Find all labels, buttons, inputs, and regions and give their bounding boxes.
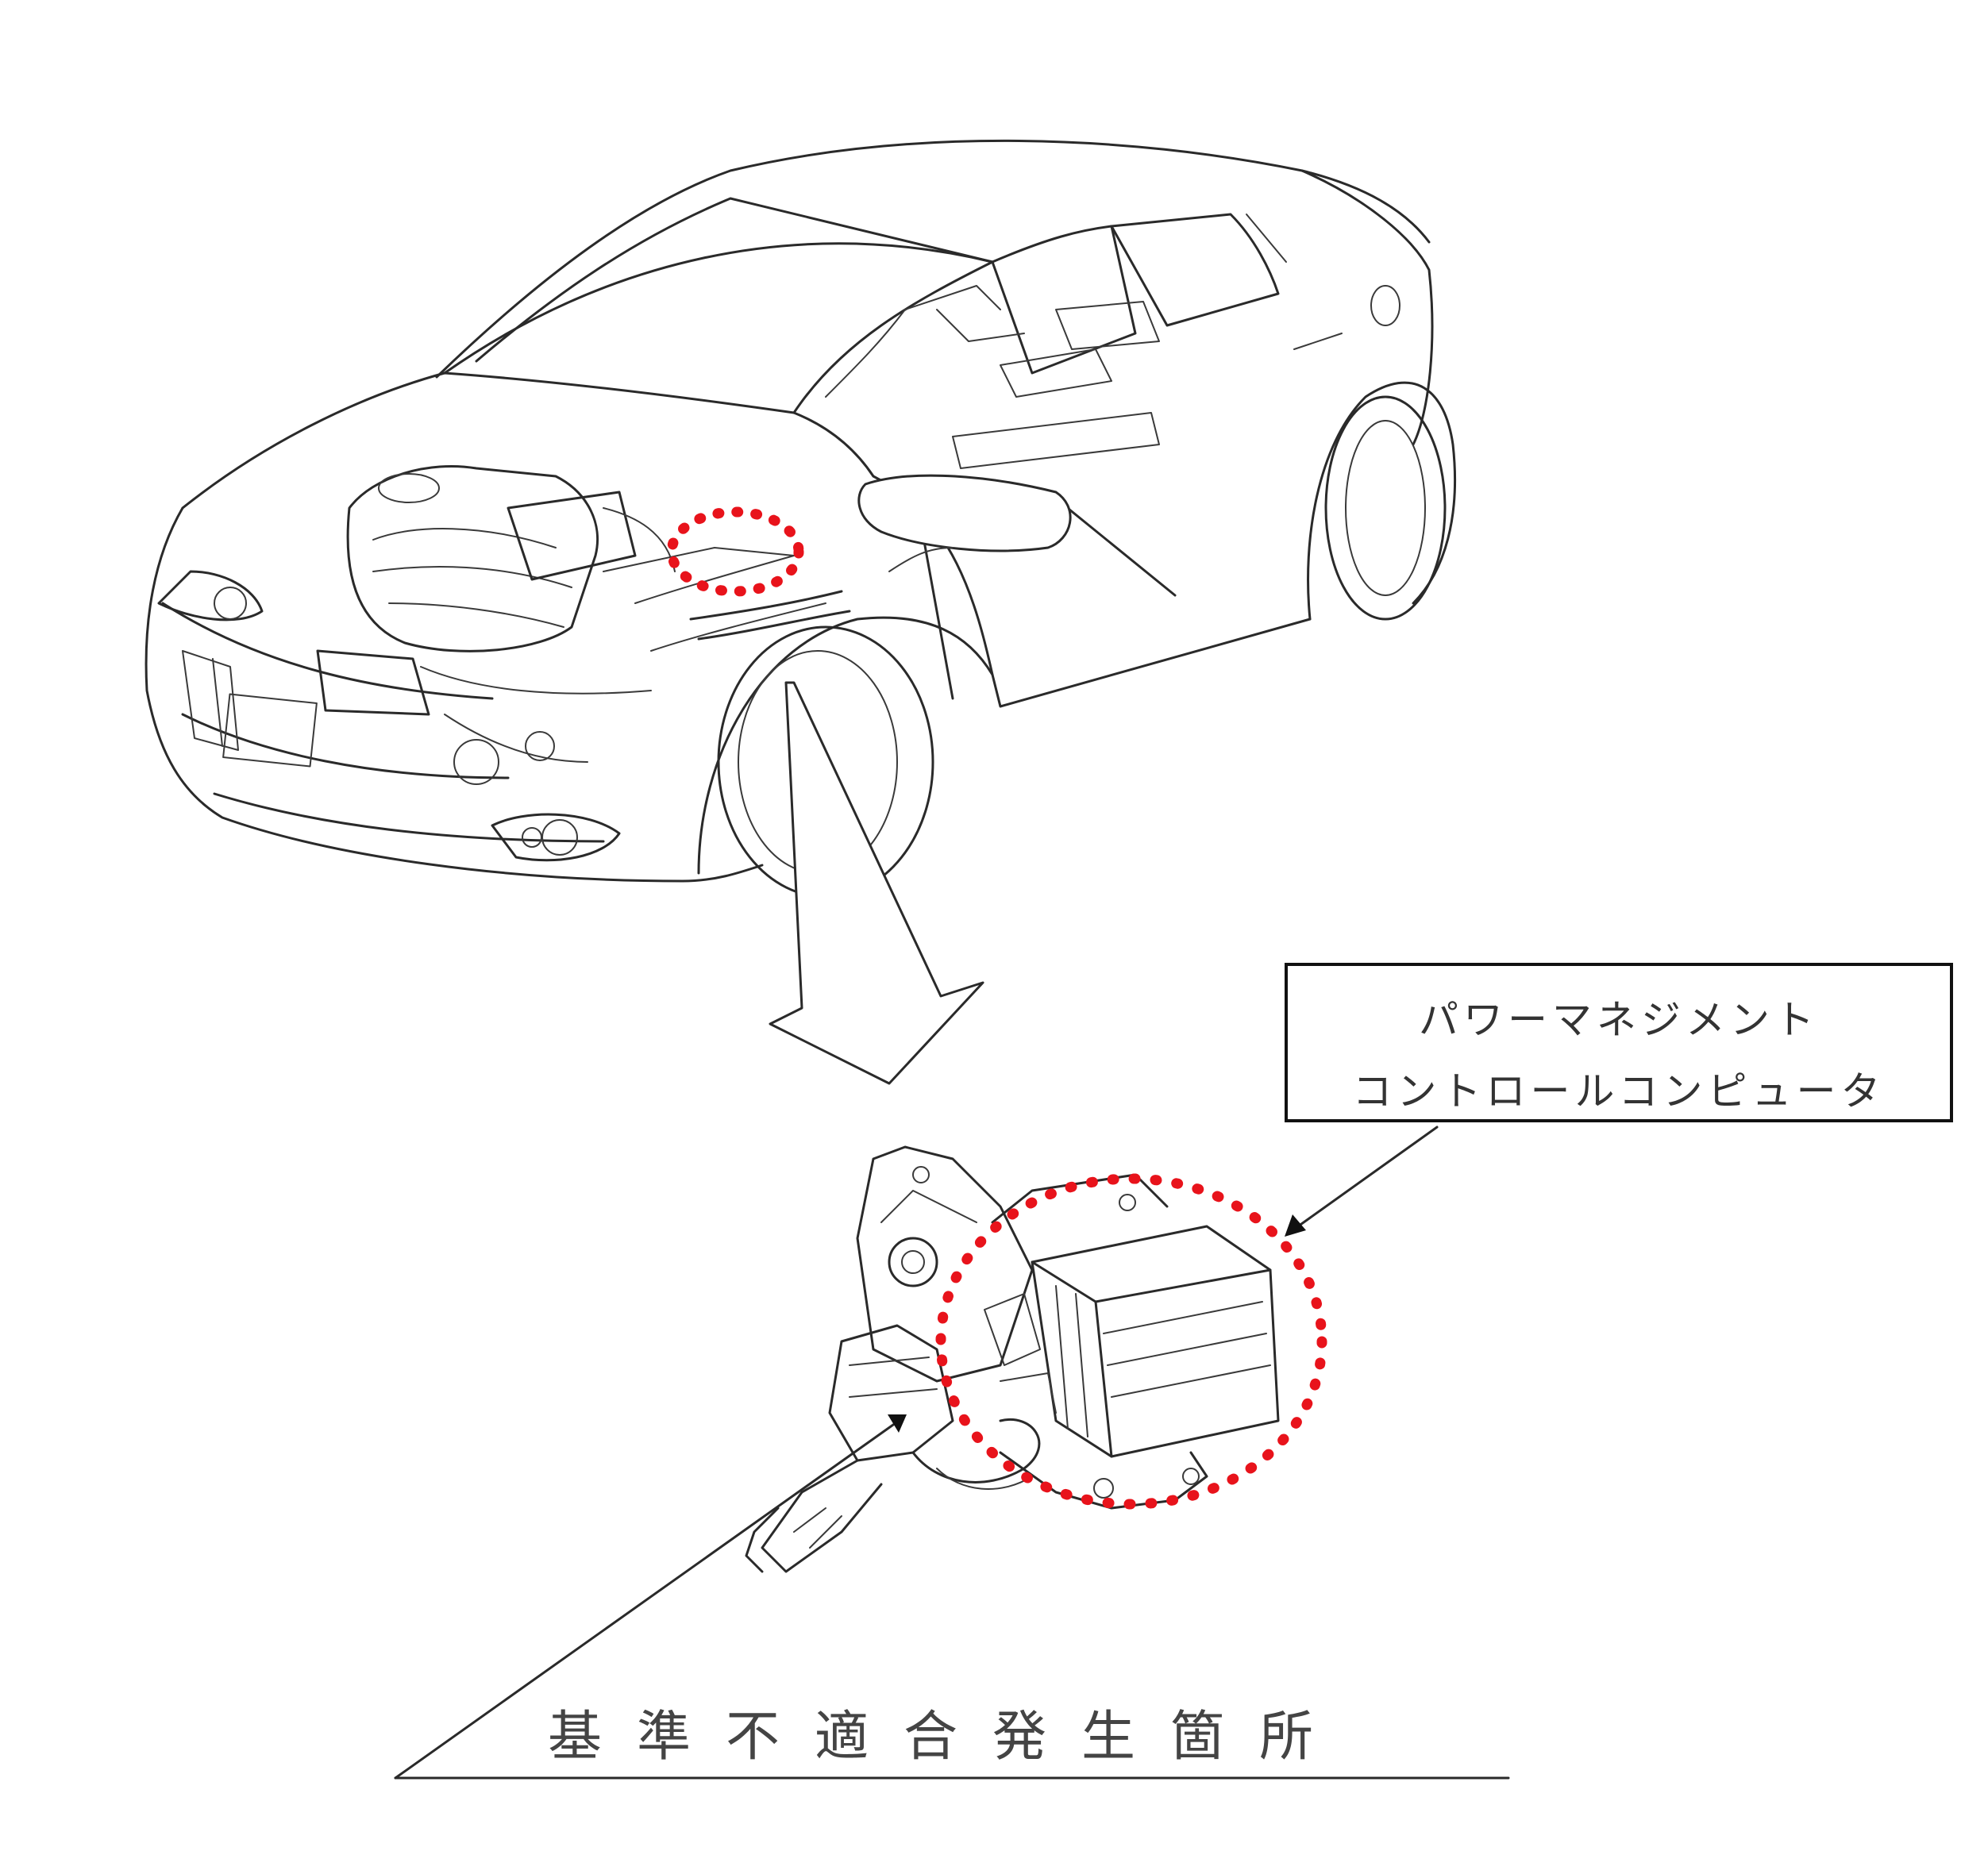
component-callout-box: パワーマネジメント コントロールコンピュータ [1285,963,1953,1122]
defect-arrowhead [888,1414,907,1433]
callout-text-line-1: パワーマネジメント [1419,997,1819,1043]
defect-location-label: 基準不適合発生箇所 [548,1706,1349,1768]
callout-leader-line [1296,1126,1439,1228]
callout-text-line-2: コントロールコンピュータ [1352,1068,1886,1114]
callout-arrowhead [1285,1214,1306,1237]
zoom-arrow [769,681,984,1085]
car-location-ring [666,506,804,597]
component-detail [745,1145,1280,1573]
car-illustration [144,139,1456,899]
component-location-ring [935,1173,1327,1510]
defect-leader-line [394,1423,895,1780]
